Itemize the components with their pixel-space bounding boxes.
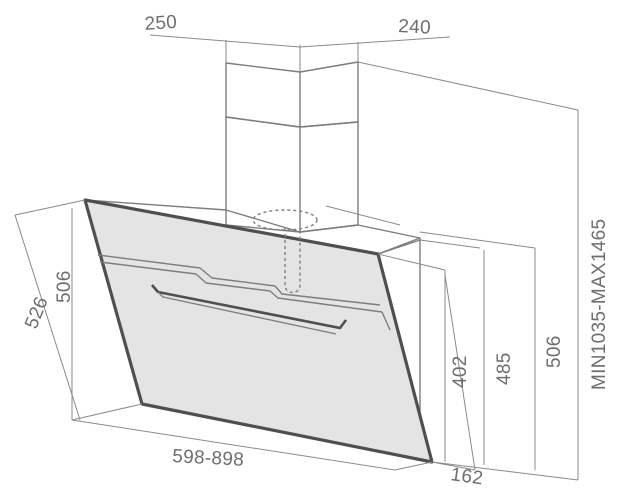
label-250: 250 [144,12,178,35]
label-506-right: 506 [544,335,565,368]
glass-front-panel [83,198,434,464]
right-dimensions [325,61,579,481]
dim-line-240 [299,36,451,48]
lower-duct-section [225,116,359,233]
control-strip [97,254,391,335]
label-162: 162 [449,464,484,489]
label-402: 402 [450,355,471,388]
dashed-ellipse [252,209,318,231]
top-dimensions [149,34,451,72]
strip-upper-line [97,254,381,306]
chimney-duct [225,61,359,233]
label-485: 485 [494,352,515,385]
dim-line-526 [14,214,81,421]
dim-line-598-898 [71,419,396,471]
left-dimensions [14,199,143,421]
label-526: 526 [21,294,53,332]
upper-duct-section [225,61,359,128]
dim-line-250 [149,34,301,48]
label-506-left: 506 [54,270,75,303]
dashed-column [284,228,301,294]
dashed-duct-opening [252,209,318,294]
label-240: 240 [398,16,432,39]
handle-bar [151,284,348,330]
label-598-898: 598-898 [172,446,245,471]
label-total-height: MIN1035-MAX1465 [589,219,610,390]
